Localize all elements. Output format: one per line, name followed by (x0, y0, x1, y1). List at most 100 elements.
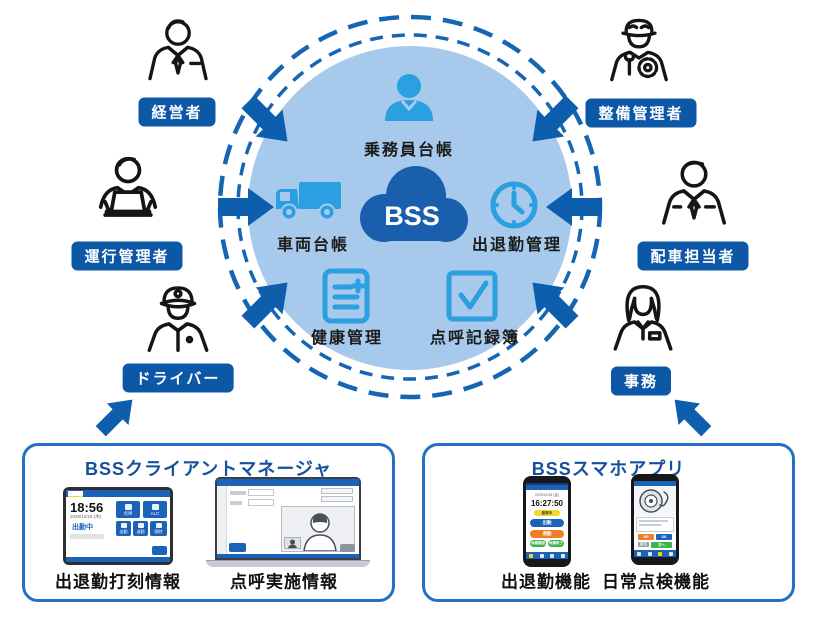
nav-icon (637, 551, 642, 556)
tablet-exit-button (152, 546, 167, 555)
inspection-instruction-box (636, 517, 674, 532)
laptop-app-window (217, 479, 359, 558)
tablet-status: 出勤中 (72, 524, 93, 531)
tablet-titlebar (66, 490, 170, 497)
rollcall-laptop (206, 477, 370, 567)
tire-illustration (634, 486, 676, 516)
tablet-adhoc-button: 随時 (150, 521, 167, 536)
phone-break-start-button: 休憩開始 (530, 540, 546, 547)
phone-clockout-button: 退勤 (530, 530, 564, 538)
phone-status-badge: 勤務中 (534, 510, 560, 516)
caption-timeclock: 出退勤打刻情報 (55, 572, 181, 592)
phone-break-end-button: 休憩終了 (548, 540, 564, 547)
attendance-clock-icon (490, 181, 538, 229)
attendance-phone: 2025/11/28 (金) 16:27:50 勤務中 出勤 退勤 休憩開始 休… (523, 476, 571, 567)
nav-icon (668, 551, 673, 556)
driver-icon (147, 286, 209, 352)
laptop-screen (215, 477, 361, 560)
inspection-phone: NG OK 戻る 次へ (631, 474, 679, 565)
phone-clockin-button: 出勤 (530, 519, 564, 527)
tablet-date: 2025/12/18 (木) (70, 514, 102, 519)
smartphone-app-box: BSSスマホアプリ (422, 443, 795, 602)
role-pill-clerk: 事務 (610, 366, 672, 396)
laptop-sidebar (217, 486, 227, 554)
phone-navbar (526, 552, 568, 559)
tablet-clockout-button: 退勤 (133, 521, 148, 536)
app-box-title: BSSスマホアプリ (531, 459, 686, 479)
crew-ledger-icon (385, 74, 433, 121)
clock-in-icon (120, 523, 127, 528)
phone-statusbar (526, 483, 568, 485)
role-pill-dispatcher: 配車担当者 (637, 241, 749, 271)
tablet-rollcall-button: 点呼 (116, 501, 140, 518)
speaker-icon (124, 503, 132, 510)
dispatcher-icon (661, 160, 727, 225)
feature-label-attendance: 出退勤管理 (471, 237, 563, 254)
nav-icon (658, 551, 663, 556)
laptop-start-button (229, 543, 246, 552)
phone-appbar (526, 485, 568, 490)
clerk-icon (613, 284, 673, 351)
phone-ok-button: OK (656, 534, 672, 540)
self-view (284, 537, 301, 549)
rollcall-check-icon (446, 270, 498, 322)
nav-icon (560, 553, 565, 558)
role-pill-maintenance-manager: 整備管理者 (585, 98, 697, 128)
tablet-screen: 18:56 2025/12/18 (木) 出勤中 点呼 ALC 出勤 退勤 (66, 490, 170, 562)
person-icon (151, 503, 159, 510)
attendance-phone-screen: 2025/11/28 (金) 16:27:50 勤務中 出勤 退勤 休憩開始 休… (526, 483, 568, 559)
laptop-close-button (340, 544, 355, 552)
laptop-action-button (321, 496, 353, 502)
vehicle-ledger-icon (276, 182, 341, 221)
nav-icon (529, 553, 534, 558)
nav-icon (647, 551, 652, 556)
tablet-info-bar (70, 534, 104, 539)
feature-label-vehicle-ledger: 車両台帳 (276, 237, 350, 254)
role-pill-operations-manager: 運行管理者 (71, 241, 183, 271)
clock-out-icon (137, 523, 144, 528)
note-icon (155, 523, 162, 528)
bss-cloud: BSS (360, 166, 468, 242)
maintenance-manager-icon (610, 18, 668, 82)
tablet-time: 18:56 (70, 500, 104, 515)
form-field (248, 499, 274, 506)
phone-next-button: 次へ (651, 542, 672, 548)
phone-appbar (634, 481, 676, 486)
feature-label-health: 健康管理 (310, 330, 384, 347)
text-line (639, 524, 661, 526)
caption-attendance-app: 出退勤機能 (501, 572, 591, 592)
timeclock-tablet: 18:56 2025/12/18 (木) 出勤中 点呼 ALC 出勤 退勤 (63, 487, 173, 565)
arrow-client-box (89, 388, 144, 443)
tablet-statusbar (66, 557, 170, 562)
arrow-app-box (663, 388, 718, 443)
cloud-label: BSS (384, 201, 440, 231)
remote-person-illustration (303, 513, 337, 551)
laptop-action-button (321, 488, 353, 494)
caption-rollcall: 点呼実施情報 (230, 572, 338, 592)
text-line (639, 520, 668, 522)
laptop-base (206, 560, 370, 567)
feature-label-rollcall: 点呼記録簿 (429, 330, 521, 347)
phone-navbar (634, 550, 676, 557)
executive-icon (148, 19, 208, 81)
form-label (230, 491, 246, 495)
phone-time: 16:27:50 (530, 499, 564, 508)
phone-ng-button: NG (638, 534, 654, 540)
role-pill-executive: 経営者 (138, 97, 216, 127)
feature-label-crew-ledger: 乗務員台帳 (363, 142, 455, 159)
tablet-logo (68, 491, 83, 497)
nav-icon (539, 553, 544, 558)
tablet-clockin-button: 出勤 (116, 521, 131, 536)
health-record-icon (322, 268, 370, 324)
client-box-title: BSSクライアントマネージャ (84, 459, 333, 479)
tablet-alc-button: ALC (143, 501, 167, 518)
inspection-phone-screen: NG OK 戻る 次へ (634, 481, 676, 557)
form-label (230, 501, 242, 505)
laptop-statusbar (217, 554, 359, 558)
role-pill-driver: ドライバー (122, 363, 234, 393)
form-field (248, 489, 274, 496)
operations-manager-icon (98, 156, 158, 217)
phone-back-button: 戻る (638, 542, 649, 547)
